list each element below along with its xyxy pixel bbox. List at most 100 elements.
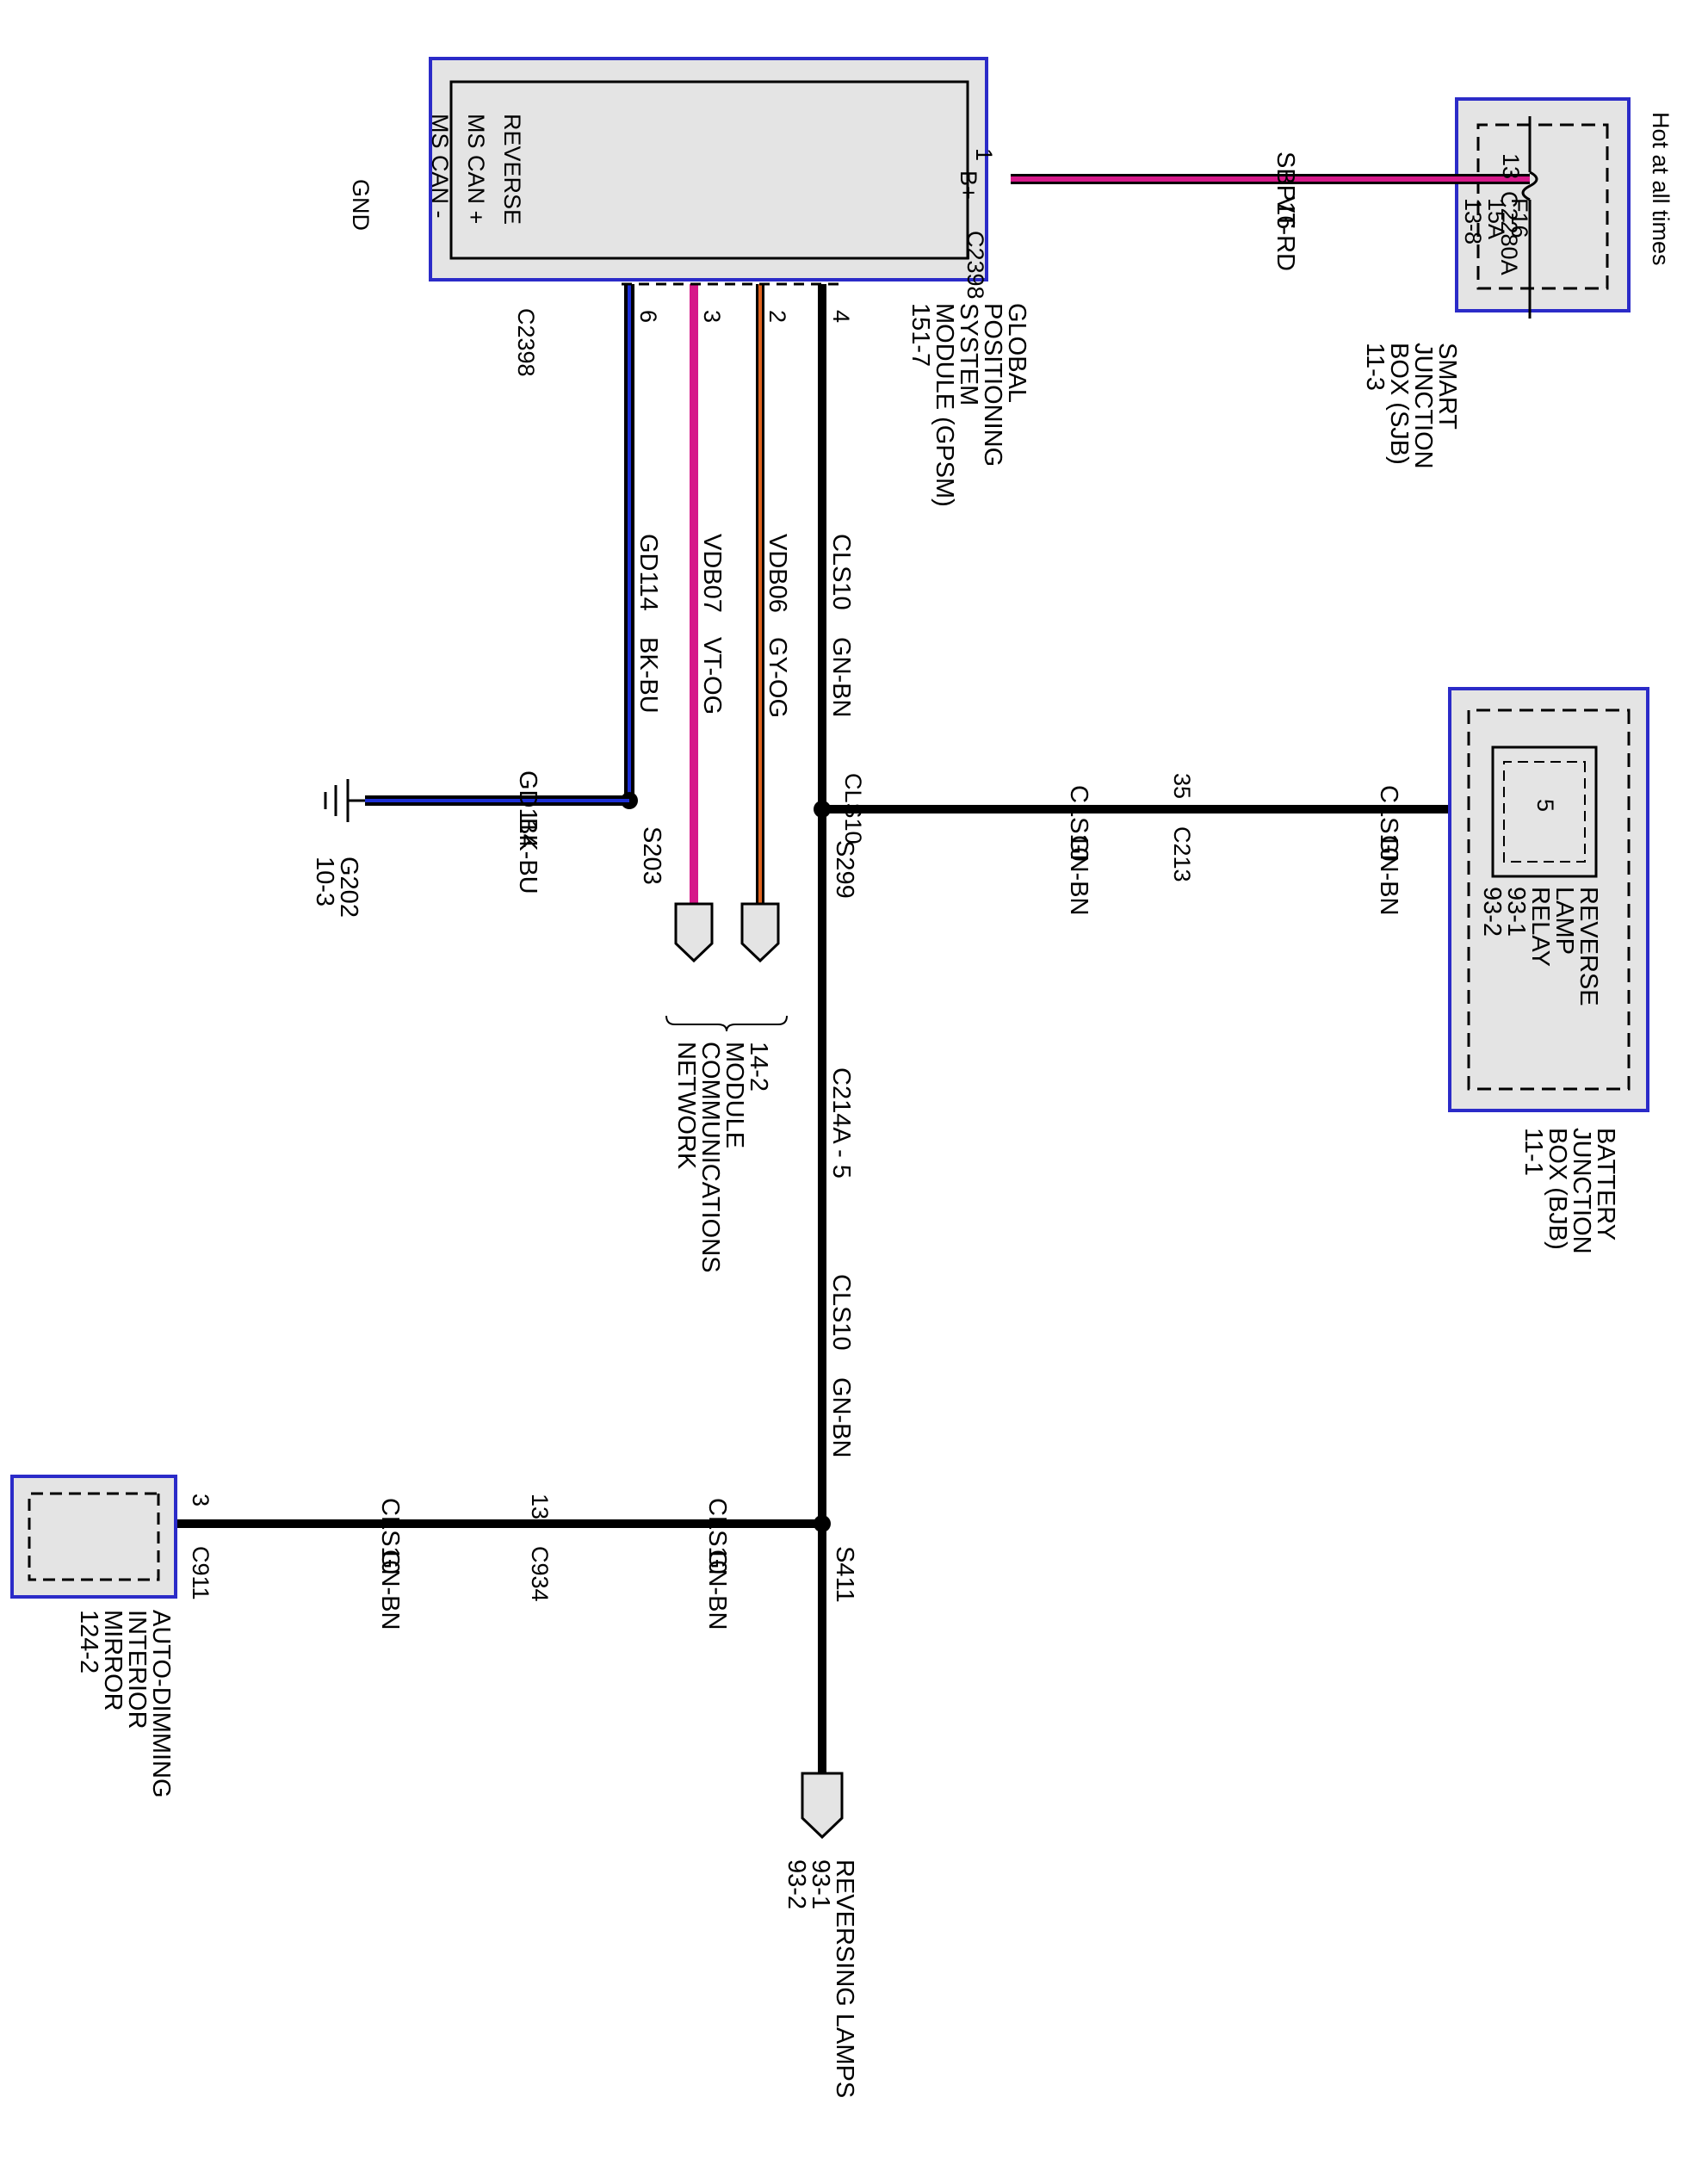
mirror-outline: [10, 1475, 177, 1599]
c934-pin: 13: [527, 1494, 553, 1519]
c934-label: C934: [527, 1546, 553, 1602]
gpsm-outline: [429, 57, 988, 281]
network-label-4: NETWORK: [672, 1042, 700, 1170]
hot-at-all-times: Hot at all times: [1648, 112, 1674, 266]
network-label-3: COMMUNICATIONS: [696, 1042, 724, 1273]
s203-label: S203: [638, 826, 665, 885]
s411-wire-left-circuit: CLS10: [376, 1498, 404, 1574]
sjb-label-4: 11-3: [1361, 343, 1389, 391]
reversing-label-1: REVERSING LAMPS: [831, 1859, 858, 2098]
gpsm-label-3: SYSTEM: [955, 303, 982, 405]
mirror-label-3: MIRROR: [99, 1610, 127, 1711]
c911-label: C911: [188, 1546, 214, 1600]
relay-label-4: 93-1: [1502, 887, 1530, 937]
gpsm-pin-bplus: B+: [956, 170, 981, 200]
sjb-outline: [1455, 97, 1631, 312]
battery-junction-box: 5 REVERSE LAMP RELAY 93-1 93-2 BATTERY J…: [1448, 687, 1649, 1254]
gpsm-pin-reverse: REVERSE: [499, 114, 525, 225]
s299-label: S299: [831, 840, 858, 899]
s299-wire-right-circuit: CLS10: [1375, 785, 1402, 862]
gpsm-label-4: MODULE (GPSM): [931, 303, 958, 507]
c2280a-pin: 13: [1498, 153, 1524, 179]
bjb-inner-dashed: [1467, 708, 1631, 1091]
relay-label-3: RELAY: [1526, 887, 1554, 967]
fuse-f16: F16: [1507, 198, 1532, 238]
s411-label: S411: [831, 1546, 858, 1603]
fuse-page: 13-8: [1460, 198, 1486, 244]
bjb-label-2: JUNCTION: [1568, 1128, 1595, 1254]
power-wire-circuit: SBP16: [1272, 152, 1299, 229]
reversing-label-3: 93-2: [783, 1859, 810, 1909]
sjb-inner-dashed: [1476, 123, 1609, 290]
gpsm-pin-mscan-plus: MS CAN +: [463, 114, 489, 224]
c911-pin: 3: [188, 1494, 214, 1506]
trunk-color: GN-BN: [827, 1377, 855, 1457]
relay-label-5: 93-2: [1478, 887, 1506, 937]
s411-branch: S411 CLS10 GN-BN 13 C934 CLS10 GN-BN 3 C…: [176, 1494, 858, 1630]
s299-wire-left-color: GN-BN: [1065, 835, 1092, 915]
trunk-wire: C214A - 5 CLS10 GN-BN: [818, 947, 855, 1524]
gpsm-c2398-b: C2398: [962, 231, 988, 300]
network-connector: 14-2 MODULE COMMUNICATIONS NETWORK: [665, 902, 788, 1273]
ground-label-2: 10-3: [311, 857, 338, 906]
trunk-circuit: CLS10: [827, 1274, 855, 1351]
gpsm-pin-num-1: 1: [971, 148, 997, 161]
s299-wire-right-color: GN-BN: [1375, 835, 1402, 915]
pin-3: 3: [699, 310, 725, 323]
gnd-wire-color: BK-BU: [634, 637, 662, 714]
fuse-icon: [1521, 170, 1538, 201]
ground-icon: [324, 779, 365, 822]
mscan-plus-circuit: VDB06: [764, 534, 791, 613]
c213-connector: C213: [1169, 826, 1195, 882]
sjb-label-2: JUNCTION: [1409, 343, 1437, 469]
mscan-plus-color: GY-OG: [764, 637, 791, 718]
smart-junction-box: F16 15A 13-8 Hot at all times SMART JUNC…: [1361, 97, 1674, 469]
bjb-outline: [1448, 687, 1649, 1112]
network-label-2: MODULE: [721, 1042, 748, 1148]
pin-2: 2: [764, 310, 790, 323]
relay-label-2: LAMP: [1550, 887, 1578, 955]
sjb-label-3: BOX (SJB): [1385, 343, 1413, 465]
c2280a-connector: C2280A: [1496, 191, 1522, 275]
bjb-label-1: BATTERY: [1592, 1128, 1619, 1240]
fuse-amps: 15A: [1483, 198, 1509, 239]
relay-pin: 5: [1532, 799, 1558, 812]
ground-wire-color: BK-BU: [514, 818, 541, 894]
pin-4: 4: [828, 310, 854, 323]
mscan-minus-circuit: VDB07: [698, 534, 726, 613]
s411-wire-left-color: GN-BN: [376, 1550, 404, 1630]
c213-pin: 35: [1169, 773, 1195, 799]
network-arrow-1: [740, 902, 780, 963]
gpsm-pin-gnd: GND: [348, 179, 374, 231]
relay-box: [1491, 745, 1598, 878]
mirror-label-4: 124-2: [75, 1610, 102, 1673]
relay-label-1: REVERSE: [1575, 887, 1602, 1006]
s411-wire-right-color: GN-BN: [703, 1550, 731, 1630]
s299-dup: CLS10: [840, 773, 866, 844]
reversing-label-2: 93-1: [807, 1859, 834, 1909]
bjb-label-4: 11-1: [1519, 1128, 1547, 1176]
network-label-1: 14-2: [745, 1042, 772, 1092]
gpsm-inner: [449, 80, 969, 260]
gpsm-pin-mscan-minus: MS CAN -: [427, 114, 453, 219]
pin-6: 6: [635, 310, 661, 323]
mirror-label-2: INTERIOR: [123, 1610, 151, 1729]
reverse-wire-color: GN-BN: [827, 637, 855, 717]
network-arrow-2: [674, 902, 714, 963]
c214a-label: C214A - 5: [827, 1067, 855, 1178]
s411-wire-right-circuit: CLS10: [703, 1498, 731, 1574]
gnd-wire-circuit: GD114: [634, 534, 662, 611]
network-brace: [665, 1015, 788, 1032]
power-wire: SBP16 VT-RD 13 C2280A: [1011, 152, 1530, 275]
s299-branch: S299 CLS10 GN-BN CLS10 CLS10 GN-BN 35 C2…: [814, 773, 1450, 915]
reversing-arrow: [801, 1772, 844, 1840]
mscan-minus-color: VT-OG: [698, 637, 726, 715]
ground-label-1: G202: [335, 857, 362, 918]
gpsm-label-1: GLOBAL: [1003, 303, 1030, 403]
auto-dimming-mirror: AUTO-DIMMING INTERIOR MIRROR 124-2: [10, 1475, 177, 1798]
mirror-label-1: AUTO-DIMMING: [147, 1610, 175, 1798]
gpsm-connector: C2398: [513, 308, 539, 377]
bjb-label-3: BOX (BJB): [1544, 1128, 1571, 1250]
gps-module: B+ REVERSE MS CAN + MS CAN - GND C2398 C…: [348, 57, 1030, 507]
